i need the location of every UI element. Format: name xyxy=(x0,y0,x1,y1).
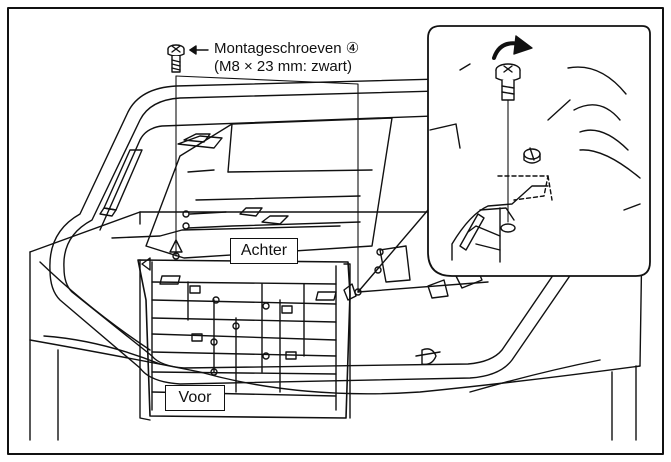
screw-leader-lines xyxy=(175,75,359,293)
rotate-arrow-icon xyxy=(492,35,533,60)
screw-callout: Montageschroeven ④ (M8 × 23 mm: zwart) xyxy=(214,40,359,76)
rear-mount-plate xyxy=(145,117,483,366)
stand-bracket xyxy=(137,239,357,421)
screw-name-label: Montageschroeven ④ xyxy=(214,40,360,57)
tv-handle-left xyxy=(99,149,143,217)
back-label: Achter xyxy=(230,238,298,264)
detail-inset xyxy=(427,25,651,277)
screw-spec-label: (M8 × 23 mm: zwart) xyxy=(214,58,352,75)
front-label: Voor xyxy=(165,385,225,411)
screw-icon xyxy=(167,44,185,73)
zoom-leader-lines xyxy=(357,209,489,293)
inset-screw-icon xyxy=(495,63,521,101)
callout-arrow xyxy=(189,45,209,55)
figure-frame xyxy=(7,7,664,455)
